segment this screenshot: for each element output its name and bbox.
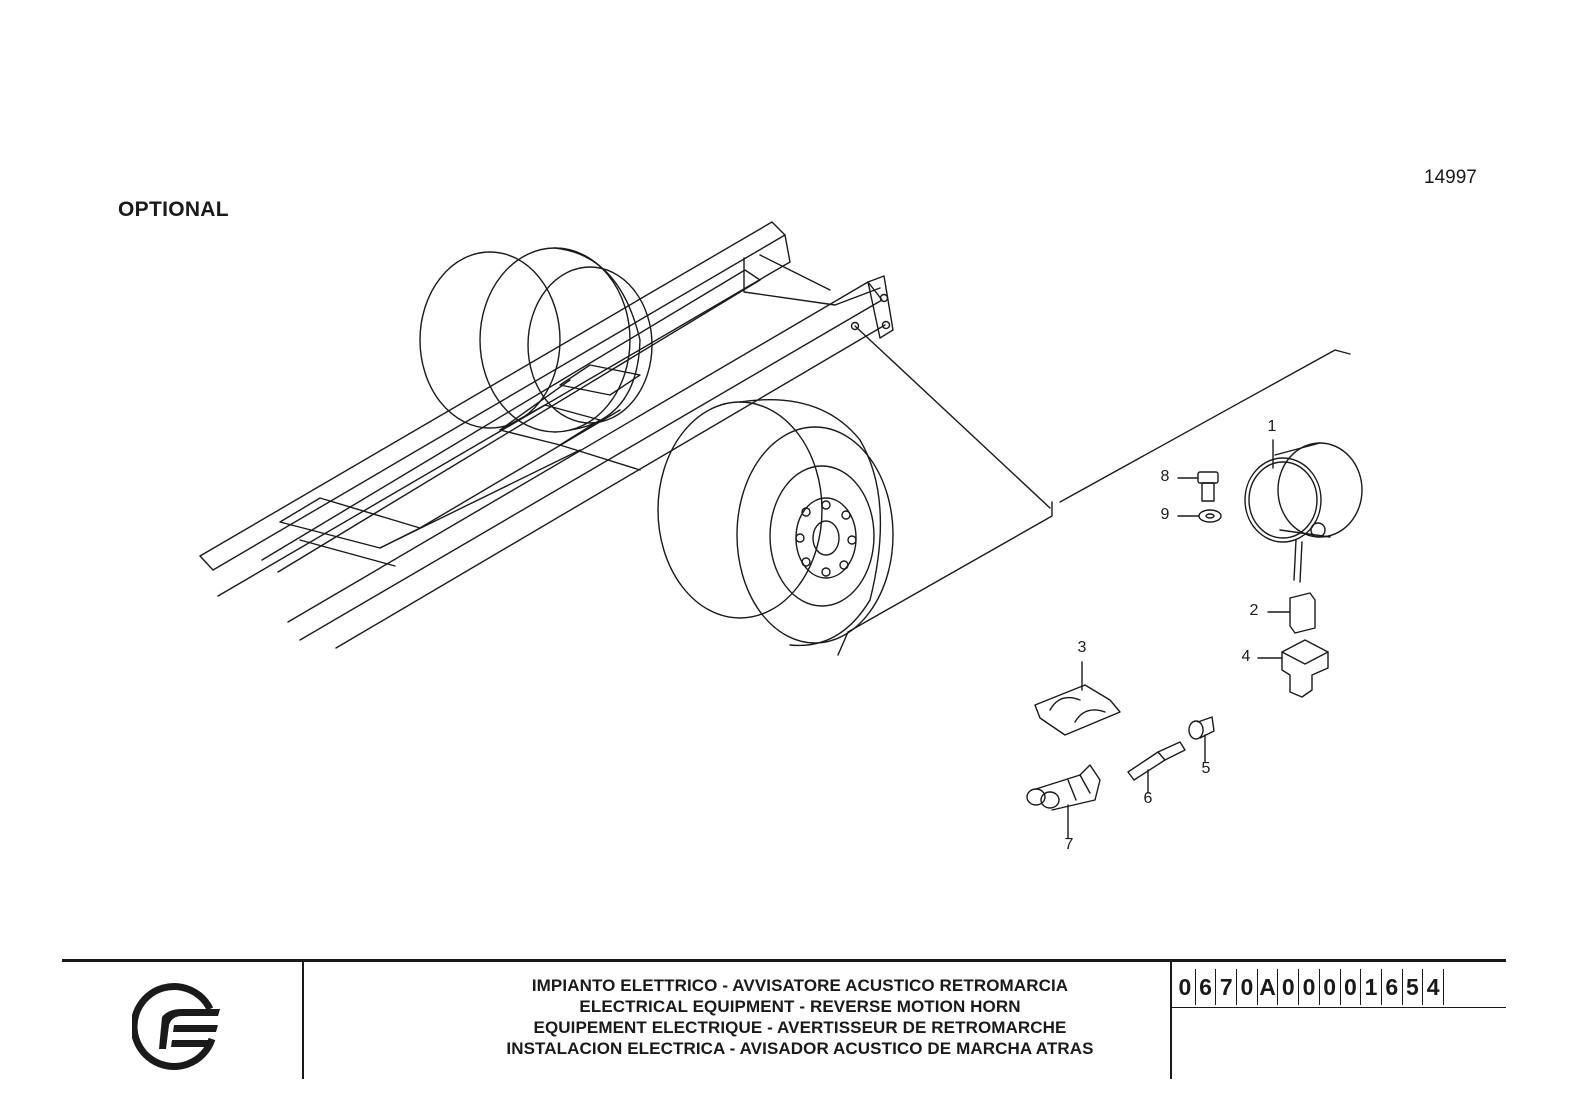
front-wheels (657, 399, 894, 647)
title-spanish: INSTALACION ELECTRICA - AVISADOR ACUSTIC… (506, 1039, 1094, 1058)
rear-wheels (419, 247, 653, 433)
part-3-cover (1034, 661, 1121, 736)
manufacturer-logo (132, 983, 220, 1070)
part-9-washer (1177, 509, 1222, 523)
callout-5: 5 (1201, 760, 1211, 777)
code-char: 6 (1382, 969, 1403, 1005)
callout-1: 1 (1267, 418, 1277, 435)
exploded-parts-diagram (199, 221, 1363, 839)
part-8-bolt (1177, 471, 1219, 502)
code-char: 0 (1175, 969, 1196, 1005)
chassis-frame (199, 221, 894, 649)
part-2-block (1267, 592, 1316, 634)
code-char: A (1258, 969, 1279, 1005)
part-4-connector (1257, 639, 1329, 698)
title-block: IMPIANTO ELETTRICO - AVVISATORE ACUSTICO… (62, 959, 1506, 1079)
drawing-number: 14997 (1424, 167, 1477, 188)
code-char: 0 (1320, 969, 1341, 1005)
callout-4: 4 (1241, 648, 1251, 665)
part-6-terminal (1127, 741, 1186, 794)
callout-2: 2 (1249, 602, 1259, 619)
part-1-horn (1244, 439, 1363, 583)
optional-label: OPTIONAL (118, 198, 229, 221)
code-char: 5 (1403, 969, 1424, 1005)
part-7-connector (1026, 764, 1101, 839)
code-char: 0 (1299, 969, 1320, 1005)
code-char: 4 (1423, 969, 1444, 1005)
title-block-top-border (62, 959, 1506, 962)
code-char: 6 (1196, 969, 1217, 1005)
title-lines: IMPIANTO ELETTRICO - AVVISATORE ACUSTICO… (367, 975, 1233, 1059)
title-french: EQUIPEMENT ELECTRIQUE - AVERTISSEUR DE R… (533, 1018, 1067, 1037)
title-italian: IMPIANTO ELETTRICO - AVVISATORE ACUSTICO… (531, 976, 1069, 995)
title-block-divider-right (1170, 959, 1172, 1079)
code-char: 7 (1216, 969, 1238, 1005)
callout-7: 7 (1064, 836, 1074, 853)
callout-3: 3 (1077, 639, 1087, 656)
title-english: ELECTRICAL EQUIPMENT - REVERSE MOTION HO… (579, 997, 1021, 1016)
title-block-divider-left (302, 959, 304, 1079)
part-5-seal (1188, 716, 1215, 763)
callout-6: 6 (1143, 790, 1153, 807)
callout-8: 8 (1160, 468, 1170, 485)
detail-outline (837, 325, 1351, 656)
code-char: 0 (1341, 969, 1362, 1005)
code-char: 0 (1237, 969, 1258, 1005)
code-char: 0 (1278, 969, 1300, 1005)
code-underline (1170, 1007, 1506, 1008)
callout-9: 9 (1160, 506, 1170, 523)
code-char: 1 (1361, 969, 1382, 1005)
